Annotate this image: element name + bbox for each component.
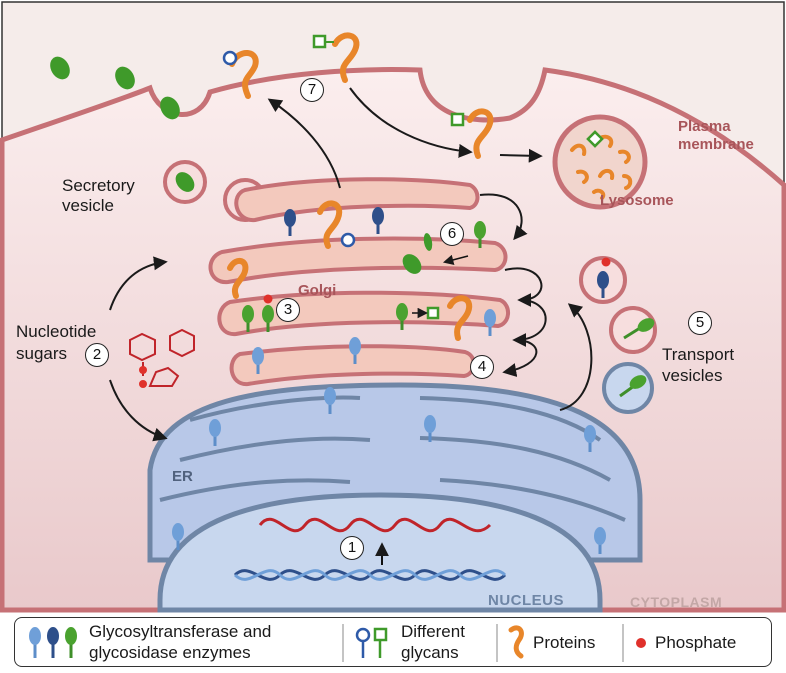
protein-icon xyxy=(450,108,494,159)
step-1-marker: 1 xyxy=(340,536,364,560)
plasma-membrane-label-1: Plasma xyxy=(678,118,731,135)
secretory-vesicle-label-2: vesicle xyxy=(62,196,114,215)
legend-enzymes-1: Glycosyltransferase and xyxy=(89,622,272,641)
nucleotide-sugar-icon xyxy=(129,328,195,388)
step-4-marker: 4 xyxy=(470,355,494,379)
legend-graphics xyxy=(29,624,646,662)
lysosome xyxy=(552,114,648,210)
legend: Glycosyltransferase and glycosidase enzy… xyxy=(14,617,772,667)
nucleotide-sugars-label-2: sugars xyxy=(16,344,68,363)
legend-proteins: Proteins xyxy=(533,633,596,652)
step-6-marker: 6 xyxy=(440,222,464,246)
phosphate-icon xyxy=(636,638,646,648)
step-5-marker: 5 xyxy=(688,311,712,335)
transport-vesicles-label-2: vesicles xyxy=(662,366,723,385)
er-label: ER xyxy=(172,468,193,485)
dna-icon xyxy=(233,569,507,581)
golgi-label: Golgi xyxy=(298,282,337,299)
cytoplasm-label: CYTOPLASM xyxy=(630,594,723,610)
glycoprotein-green xyxy=(115,66,135,90)
legend-glycans-1: Different xyxy=(401,622,465,641)
lysosome-label: Lysosome xyxy=(600,192,674,209)
transport-vesicle xyxy=(579,256,627,304)
step-7-marker: 7 xyxy=(300,78,324,102)
nucleus-label: NUCLEUS xyxy=(488,592,565,609)
protein-icon xyxy=(317,200,356,249)
step-3-marker: 3 xyxy=(276,298,300,322)
mrna-icon xyxy=(258,517,492,533)
legend-glycans-2: glycans xyxy=(401,643,459,662)
glycan-icon xyxy=(355,627,388,658)
step-2-marker: 2 xyxy=(85,343,109,367)
transport-vesicle xyxy=(602,362,654,414)
enzyme-icon xyxy=(29,627,77,658)
flow-arrows xyxy=(109,87,593,442)
nucleotide-sugars-label-1: Nucleotide xyxy=(16,322,97,341)
glycoprotein-green xyxy=(50,56,70,80)
transport-vesicle xyxy=(609,306,657,354)
protein-icon xyxy=(412,295,473,341)
protein-icon xyxy=(227,257,249,299)
glycoprotein-green xyxy=(160,96,180,120)
legend-phosphate: Phosphate xyxy=(655,633,737,652)
transport-vesicles-label-1: Transport xyxy=(662,345,735,364)
protein-icon xyxy=(222,50,259,99)
golgi-apparatus xyxy=(208,177,510,386)
protein-icon xyxy=(312,32,360,83)
legend-enzymes-2: glycosidase enzymes xyxy=(89,643,251,662)
phosphate-icon xyxy=(263,294,273,304)
secretory-vesicle-label-1: Secretory xyxy=(62,176,135,195)
plasma-membrane-label-2: membrane xyxy=(678,136,754,153)
protein-icon xyxy=(508,625,524,659)
